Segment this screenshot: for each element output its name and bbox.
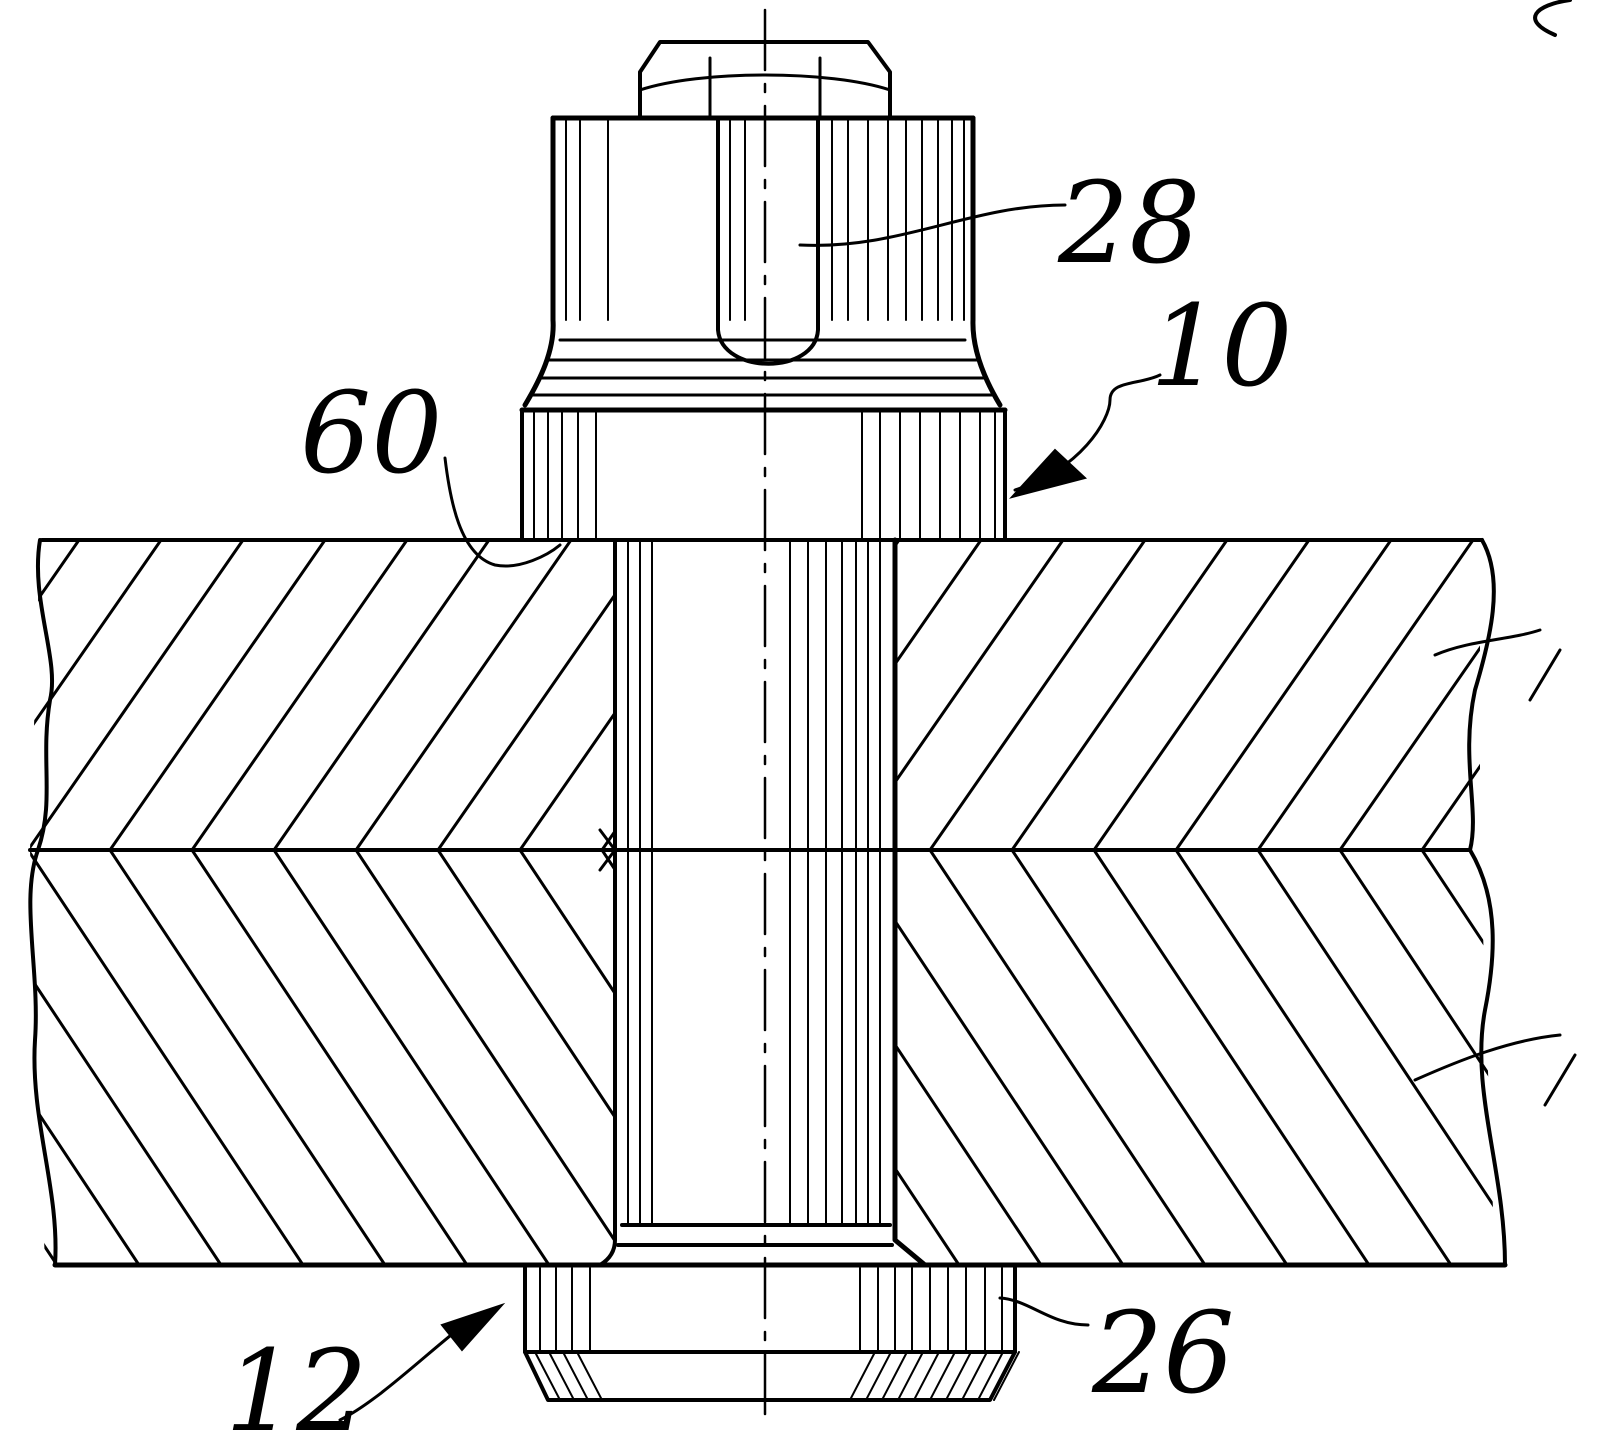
collar-chamfer-line	[913, 1351, 940, 1401]
label-10: 10	[1150, 282, 1293, 412]
hatch-line	[928, 850, 1207, 1265]
collar-chamfer-line	[548, 1351, 575, 1401]
hatch-line	[518, 850, 797, 1265]
hatch-line	[928, 540, 1147, 850]
collar-chamfer-line	[977, 1351, 1004, 1401]
hatch-line	[1092, 850, 1371, 1265]
hatch-line	[1420, 850, 1495, 1265]
hatch-line	[108, 850, 387, 1265]
hatch-line	[30, 540, 163, 850]
collar-chamfer-line	[562, 1351, 589, 1401]
hatch-line	[1010, 540, 1229, 850]
hatch-line	[354, 850, 633, 1265]
hatch-line	[1256, 850, 1495, 1265]
label-26: 26	[1091, 1289, 1235, 1419]
collar-chamfer-line	[534, 1351, 561, 1401]
label-12: 12	[225, 1327, 368, 1432]
hatch-line	[1504, 540, 1600, 850]
hatch-line	[600, 850, 879, 1265]
hatch-line	[108, 540, 327, 850]
collar-chamfer-line	[993, 1351, 1020, 1401]
label-28: 28	[1057, 159, 1201, 289]
hatch-line	[30, 850, 223, 1265]
hatch-line	[682, 850, 961, 1265]
hatch-line	[600, 540, 819, 850]
collar-chamfer-line	[945, 1351, 972, 1401]
collar-chamfer-line	[865, 1351, 892, 1401]
collar-chamfer-line	[929, 1351, 956, 1401]
hatch-line	[272, 850, 551, 1265]
hatch-line	[1256, 540, 1475, 850]
hatch-line	[30, 540, 245, 850]
hatch-line	[1010, 850, 1289, 1265]
hatch-line	[1174, 850, 1453, 1265]
hatch-line	[30, 540, 81, 850]
collar-chamfer-line	[897, 1351, 924, 1401]
hatch-line	[30, 850, 141, 1265]
collar-chamfer-line	[961, 1351, 988, 1401]
hatch-line	[1338, 850, 1495, 1265]
hatch-line	[1420, 540, 1480, 850]
hatch-line	[1092, 540, 1311, 850]
hatch-line	[190, 540, 409, 850]
hatch-line	[30, 850, 305, 1265]
collar-chamfer-line	[849, 1351, 876, 1401]
hatch-line	[682, 540, 901, 850]
hatch-line	[190, 850, 469, 1265]
leaders	[338, 0, 1577, 1422]
hatch-line	[1504, 850, 1600, 1265]
collar	[523, 1266, 1020, 1402]
nut	[519, 40, 1008, 542]
hatch-line	[1174, 540, 1393, 850]
hatch-line	[1586, 540, 1600, 850]
hatch-line	[272, 540, 491, 850]
collar-chamfer-line	[881, 1351, 908, 1401]
lower-plate	[28, 848, 1600, 1268]
hatch-line	[436, 540, 655, 850]
hatch-line	[436, 850, 715, 1265]
hatch-line	[846, 850, 1125, 1265]
upper-plate	[30, 538, 1600, 852]
hatch-line	[1338, 540, 1480, 850]
bore	[598, 537, 928, 1268]
label-60: 60	[300, 369, 443, 499]
hatch-line	[764, 540, 983, 850]
hatch-line	[354, 540, 573, 850]
pin-shank	[616, 540, 894, 1247]
hatch-line	[1586, 850, 1600, 1265]
collar-chamfer-line	[576, 1351, 603, 1401]
